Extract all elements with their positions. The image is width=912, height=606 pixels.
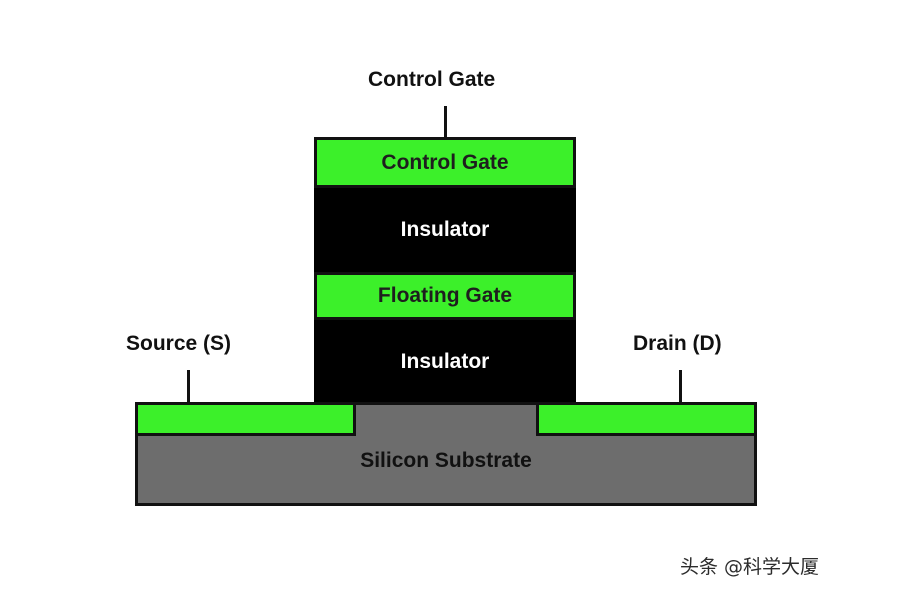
insulator-upper-label: Insulator — [400, 218, 490, 241]
control-gate-terminal-label: Control Gate — [368, 68, 496, 91]
source-region — [135, 402, 356, 436]
control-gate-lead-line — [444, 106, 447, 138]
silicon-substrate-label: Silicon Substrate — [360, 449, 532, 472]
control-gate-layer-label: Control Gate — [381, 150, 509, 174]
watermark-text: 头条 @科学大厦 — [680, 556, 820, 578]
floating-gate-layer: Floating Gate — [314, 272, 576, 320]
insulator-upper-layer: Insulator — [314, 188, 576, 272]
drain-lead-line — [679, 370, 682, 403]
source-lead-line — [187, 370, 190, 403]
insulator-lower-label: Insulator — [400, 350, 490, 373]
floating-gate-layer-label: Floating Gate — [377, 284, 513, 307]
insulator-lower-layer: Insulator — [314, 320, 576, 404]
drain-region — [536, 402, 757, 436]
control-gate-layer: Control Gate — [314, 137, 576, 188]
source-terminal-label: Source (S) — [126, 332, 232, 355]
drain-terminal-label: Drain (D) — [633, 332, 722, 355]
